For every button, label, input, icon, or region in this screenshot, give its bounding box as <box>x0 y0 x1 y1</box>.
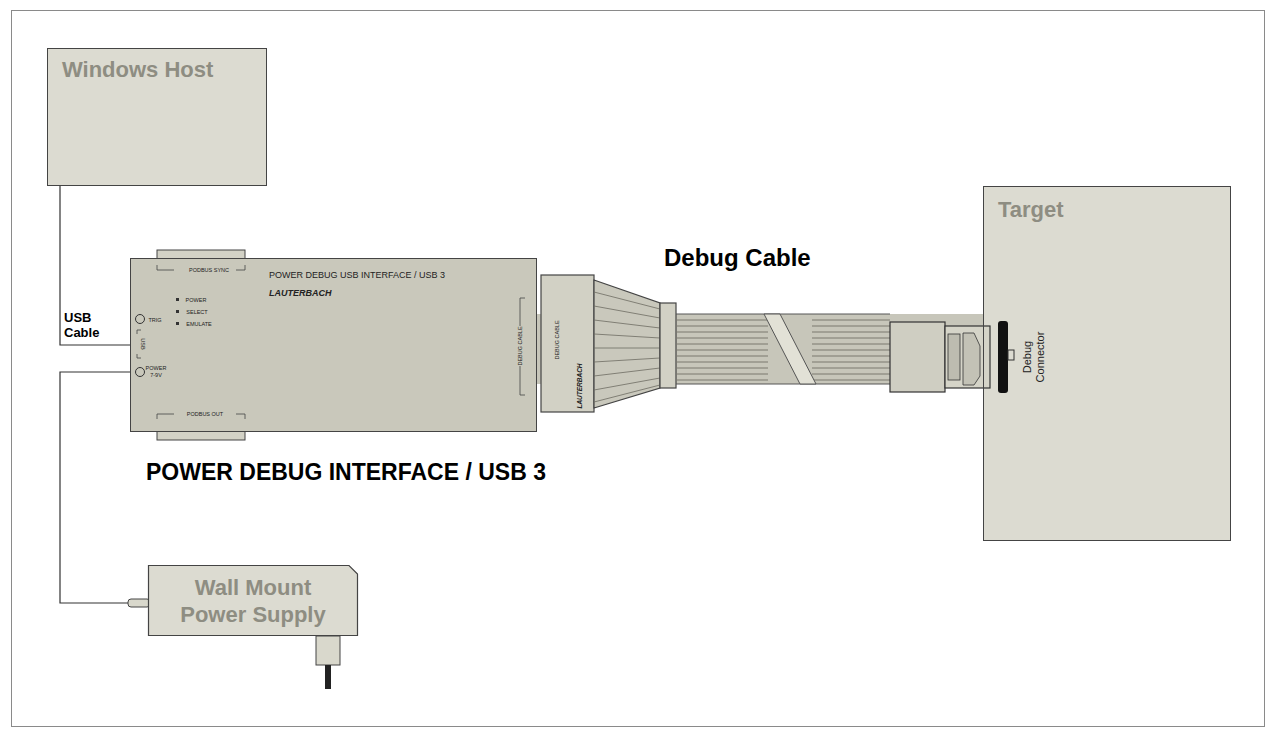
led-label: SELECT <box>186 309 207 316</box>
plug-housing <box>594 280 660 408</box>
debug-interface-box: POWER DEBUG USB INTERFACE / USB 3 LAUTERB… <box>130 258 537 432</box>
device-label: POWER DEBUG USB INTERFACE / USB 3 <box>269 270 445 280</box>
node-title: Windows Host <box>62 57 213 83</box>
jack-socket <box>136 368 145 377</box>
connector-label: Debug Connector <box>1021 322 1047 392</box>
debug-connector-socket <box>998 321 1008 393</box>
cable-label: USB Cable <box>64 311 108 341</box>
supply-shape <box>149 566 358 636</box>
socket-key <box>1008 350 1014 360</box>
led <box>176 322 179 325</box>
plug-window <box>948 334 960 380</box>
target-plug <box>890 322 945 392</box>
host-box: Windows Host <box>47 48 267 186</box>
mains-plug <box>316 636 340 665</box>
plug-latch <box>963 333 980 385</box>
mains-cord <box>325 665 331 689</box>
led-label: EMULATE <box>186 321 212 328</box>
plug-collar <box>660 303 676 388</box>
power-supply-box: Wall Mount Power Supply <box>148 565 358 636</box>
port-label: DEBUG CABLE <box>517 326 524 365</box>
device-heading: POWER DEBUG INTERFACE / USB 3 <box>146 459 546 486</box>
led <box>176 310 179 313</box>
plug-label: DEBUG CABLE <box>554 320 561 359</box>
led <box>176 298 179 301</box>
brand-label: LAUTERBACH <box>269 288 332 298</box>
interface-body <box>130 258 537 432</box>
outer-frame <box>12 11 1265 727</box>
plug-ribs <box>594 292 660 402</box>
brand-label: LAUTERBACH <box>576 363 584 408</box>
port-label: PODBUS SYNC <box>189 267 229 274</box>
cable-plug <box>541 275 594 412</box>
ribbon-fold <box>764 314 816 384</box>
port-label: TRIG <box>148 317 161 324</box>
jack-socket <box>136 315 145 324</box>
port-label: USB <box>140 338 147 349</box>
port-label: POWER 7-9V <box>145 365 167 378</box>
usb-cable <box>60 186 130 345</box>
node-title: Target <box>998 197 1064 223</box>
led-label: POWER <box>186 297 207 304</box>
target-box: Target <box>983 186 1231 541</box>
ribbon-outline <box>676 314 890 384</box>
node-title: Wall Mount Power Supply <box>166 573 341 628</box>
cable-label: Debug Cable <box>664 244 811 272</box>
target-body <box>983 186 1231 541</box>
port-label: PODBUS OUT <box>187 411 223 418</box>
power-plug-nozzle <box>128 599 150 607</box>
